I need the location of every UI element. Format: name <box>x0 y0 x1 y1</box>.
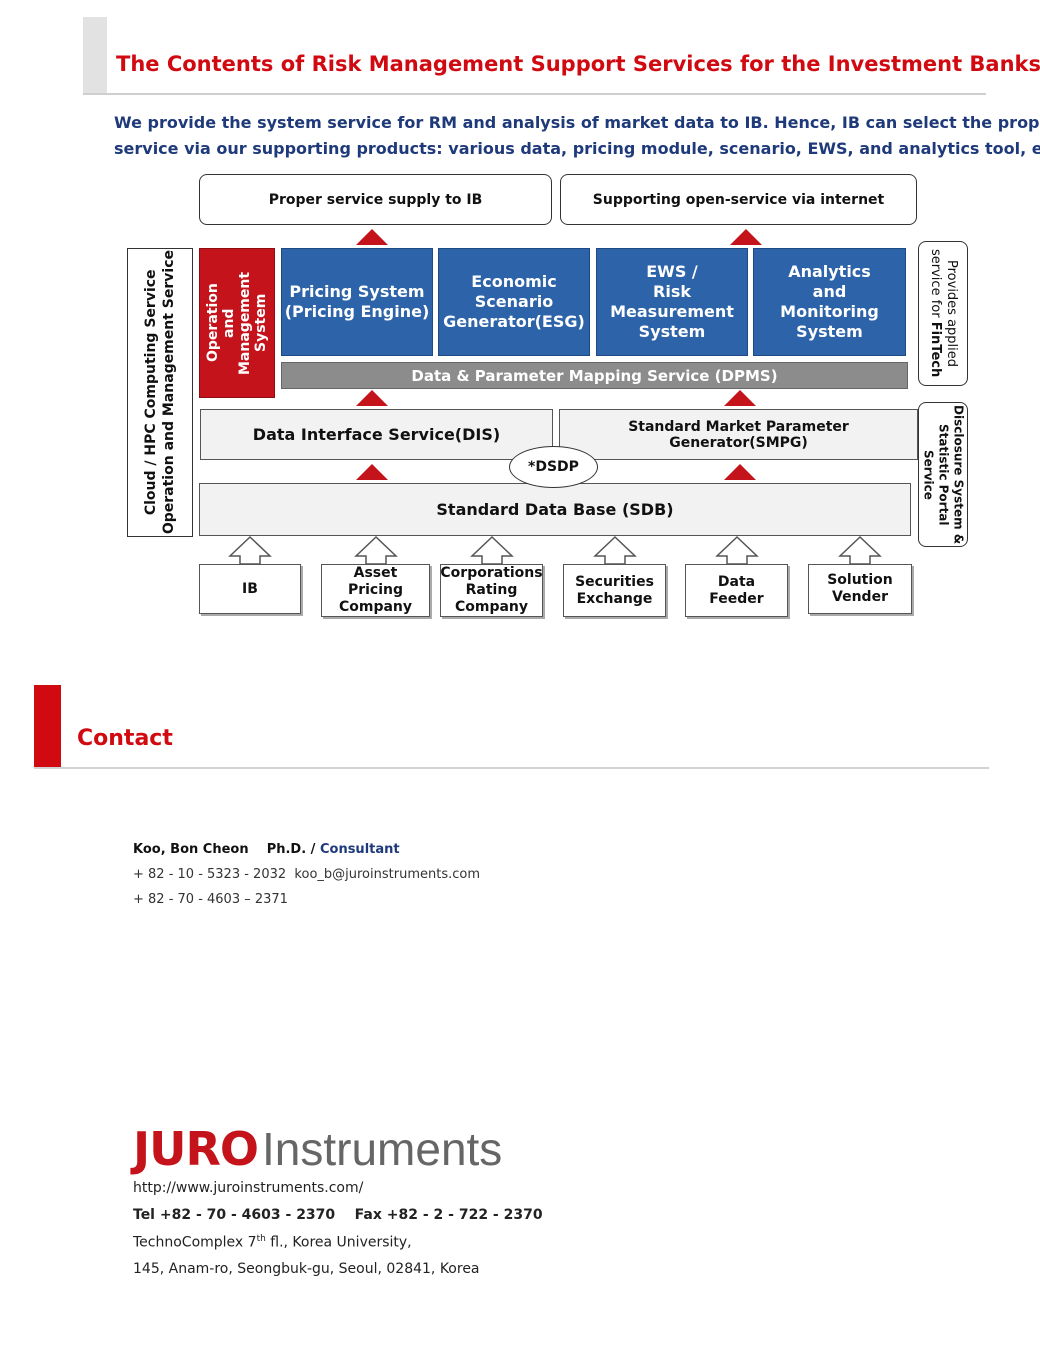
hollow-up-arrow-icon <box>838 535 882 565</box>
logo-word-instruments: Instruments <box>262 1123 503 1175</box>
source-line: Company <box>454 599 529 615</box>
source-line: Corporations <box>440 565 543 581</box>
contact-divider <box>34 767 989 769</box>
company-tel: Tel +82 - 70 - 4603 - 2370 <box>133 1207 336 1223</box>
intro-line-1: We provide the system service for RM and… <box>114 113 1040 132</box>
up-arrow-icon <box>724 464 756 480</box>
dpms-bar: Data & Parameter Mapping Service (DPMS) <box>281 362 908 389</box>
source-line: Company <box>338 599 413 615</box>
fintech-line-2-text: service for <box>928 249 943 323</box>
source-corporations-rating: Corporations Rating Company <box>440 564 543 617</box>
contact-degree: Ph.D. / <box>266 842 316 857</box>
sdb-box: Standard Data Base (SDB) <box>199 483 911 536</box>
right-fintech-box: Provides applied service for FinTech <box>918 241 968 386</box>
company-logo: JUROInstruments <box>133 1121 502 1188</box>
address-superscript: th <box>256 1234 266 1244</box>
up-arrow-icon <box>724 390 756 406</box>
module-line: Analytics <box>788 262 871 281</box>
up-arrow-icon <box>356 464 388 480</box>
module-line: and <box>812 282 847 301</box>
module-line: System <box>638 322 706 341</box>
source-line: Asset <box>353 565 398 581</box>
source-line: Rating <box>465 582 518 598</box>
section-title: The Contents of Risk Management Support … <box>116 52 1040 76</box>
source-line: Data <box>717 573 756 590</box>
source-line: Exchange <box>576 590 653 607</box>
hollow-up-arrow-icon <box>715 535 759 565</box>
company-phone-fax: Tel +82 - 70 - 4603 - 2370 Fax +82 - 2 -… <box>133 1207 543 1223</box>
section-divider <box>83 93 986 95</box>
fintech-line-2: service for FinTech <box>927 249 943 377</box>
source-securities-exchange: Securities Exchange <box>563 564 666 617</box>
contact-name: Koo, Bon Cheon <box>133 842 249 857</box>
source-line: IB <box>242 580 258 597</box>
source-line: Solution <box>827 572 893 588</box>
company-address-1: TechnoComplex 7th fl., Korea University, <box>133 1234 412 1251</box>
source-line: Securities <box>575 573 654 590</box>
address-part: fl., Korea University, <box>265 1234 412 1251</box>
source-solution-vender: Solution Vender <box>808 564 912 614</box>
module-economic-scenario: Economic Scenario Generator(ESG) <box>438 248 590 356</box>
hollow-up-arrow-icon <box>593 535 637 565</box>
fintech-word: FinTech <box>928 322 943 378</box>
module-line: Monitoring <box>780 302 879 321</box>
contact-accent-bar <box>34 685 61 769</box>
module-line: (Pricing Engine) <box>284 302 430 321</box>
up-arrow-icon <box>356 229 388 245</box>
right-disclosure-box: Disclosure System & Statistic Portal Ser… <box>918 402 968 547</box>
contact-role: Consultant <box>319 842 400 857</box>
fintech-line-1: Provides applied <box>944 259 959 367</box>
disclosure-line-2: Statistic Portal Service <box>921 423 951 526</box>
hollow-up-arrow-icon <box>228 535 272 565</box>
disclosure-line-1: Disclosure System & <box>951 404 966 545</box>
hollow-up-arrow-icon <box>354 535 398 565</box>
top-box-proper-service: Proper service supply to IB <box>199 174 552 225</box>
module-analytics-monitoring: Analytics and Monitoring System <box>753 248 906 356</box>
module-line: Generator(ESG) <box>443 312 585 331</box>
dsdp-ellipse: *DSDP <box>509 446 598 488</box>
contact-title: Contact <box>77 726 173 751</box>
company-url[interactable]: http://www.juroinstruments.com/ <box>133 1180 364 1196</box>
source-arrows <box>228 535 882 565</box>
company-address-2: 145, Anam-ro, Seongbuk-gu, Seoul, 02841,… <box>133 1261 480 1277</box>
logo-word-juro: JURO <box>133 1122 259 1176</box>
address-part: TechnoComplex 7 <box>133 1234 257 1251</box>
dis-box: Data Interface Service(DIS) <box>200 409 553 460</box>
intro-paragraph: We provide the system service for RM and… <box>114 110 1040 162</box>
module-ews-risk: EWS / Risk Measurement System <box>596 248 748 356</box>
module-line: Scenario <box>474 292 554 311</box>
module-line: Economic <box>471 272 557 291</box>
source-line: Vender <box>832 589 888 605</box>
company-fax: Fax +82 - 2 - 722 - 2370 <box>354 1207 543 1223</box>
operation-management-box: Operation and Management System <box>199 248 275 398</box>
module-line: Risk Measurement <box>610 282 734 321</box>
top-box-open-service: Supporting open-service via internet <box>560 174 917 225</box>
contact-phone-2: + 82 - 70 - 4603 – 2371 <box>133 892 288 907</box>
source-data-feeder: Data Feeder <box>685 564 788 617</box>
source-asset-pricing: Asset Pricing Company <box>321 564 430 617</box>
contact-email[interactable]: koo_b@juroinstruments.com <box>294 867 480 882</box>
source-ib: IB <box>199 564 301 614</box>
up-arrow-icon <box>356 390 388 406</box>
hollow-up-arrow-icon <box>470 535 514 565</box>
module-pricing-system: Pricing System (Pricing Engine) <box>281 248 433 356</box>
up-arrow-icon <box>730 229 762 245</box>
contact-person: Koo, Bon Cheon Ph.D. / Consultant <box>133 842 400 857</box>
smpg-box: Standard Market Parameter Generator(SMPG… <box>559 409 918 460</box>
intro-line-2: service via our supporting products: var… <box>114 139 1040 158</box>
source-line: Feeder <box>709 590 764 607</box>
module-line: Pricing System <box>289 282 425 301</box>
contact-phone-1: + 82 - 10 - 5323 - 2032 <box>133 867 287 882</box>
module-line: System <box>796 322 863 341</box>
section-accent-bar <box>83 17 107 95</box>
module-line: EWS / <box>646 262 698 281</box>
contact-line-1: + 82 - 10 - 5323 - 2032 koo_b@juroinstru… <box>133 867 480 882</box>
left-side-service-box: Cloud / HPC Computing Service Operation … <box>127 248 193 537</box>
source-line: Pricing <box>347 582 404 598</box>
